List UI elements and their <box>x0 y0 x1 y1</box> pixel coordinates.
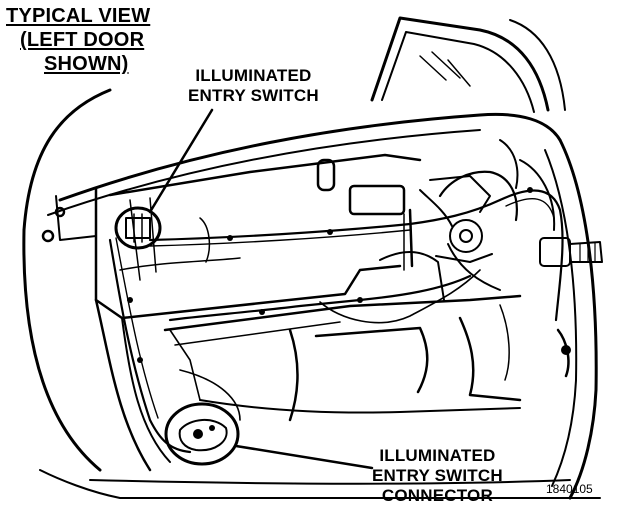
lower-structure <box>163 251 522 422</box>
connector-leader-line <box>234 444 374 470</box>
connector-label: ILLUMINATED ENTRY SWITCH CONNECTOR <box>372 446 503 506</box>
view-caption-line-2: (LEFT DOOR <box>20 29 145 51</box>
connector-label-line-2: ENTRY SWITCH <box>372 466 503 485</box>
regulator-motor <box>403 175 501 291</box>
switch-label-line-2: ENTRY SWITCH <box>188 86 319 105</box>
view-caption-line-3: SHOWN) <box>44 53 129 75</box>
connector-label-line-1: ILLUMINATED <box>379 446 496 465</box>
view-caption: TYPICAL VIEW (LEFT DOOR SHOWN) <box>6 4 150 76</box>
switch-label-line-1: ILLUMINATED <box>195 66 312 85</box>
switch-callout <box>114 108 214 250</box>
switch-label: ILLUMINATED ENTRY SWITCH <box>188 66 319 106</box>
latch-assembly <box>499 139 603 378</box>
door-frame <box>22 88 601 500</box>
harness-clips <box>127 187 533 363</box>
window-frame <box>370 16 566 113</box>
view-caption-line-1: TYPICAL VIEW <box>6 5 151 27</box>
connector-callout <box>164 402 374 470</box>
connector-label-line-3: CONNECTOR <box>381 486 493 505</box>
switch-leader-line <box>148 108 214 214</box>
figure-number: 1840105 <box>546 482 593 496</box>
